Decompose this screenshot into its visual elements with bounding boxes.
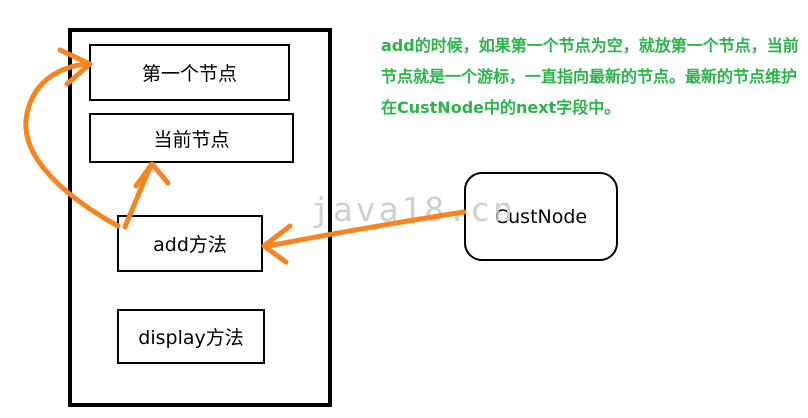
current-node-label: 当前节点 <box>153 128 230 151</box>
custnode-label: CustNode <box>494 205 588 228</box>
add-method-box: add方法 <box>117 215 263 272</box>
first-node-label: 第一个节点 <box>141 63 237 85</box>
explanation-note: add的时候，如果第一个节点为空，就放第一个节点，当前节点就是一个游标，一直指向… <box>381 36 799 117</box>
first-node-box: 第一个节点 <box>89 44 290 101</box>
custnode-box: CustNode <box>464 172 618 261</box>
add-method-label: add方法 <box>153 234 227 256</box>
arrow-add-to-current-node <box>122 165 153 230</box>
arrow-custnode-to-add <box>265 209 467 249</box>
arrowhead-add <box>261 223 293 265</box>
arrow-add-to-first-node <box>23 61 121 229</box>
current-node-box: 当前节点 <box>89 113 294 163</box>
arrowhead-first-node <box>57 47 93 87</box>
arrowhead-current-node <box>133 161 171 189</box>
display-method-box: display方法 <box>117 309 265 364</box>
display-method-label: display方法 <box>138 327 244 349</box>
arrow-group <box>23 47 467 265</box>
class-container <box>68 28 332 407</box>
